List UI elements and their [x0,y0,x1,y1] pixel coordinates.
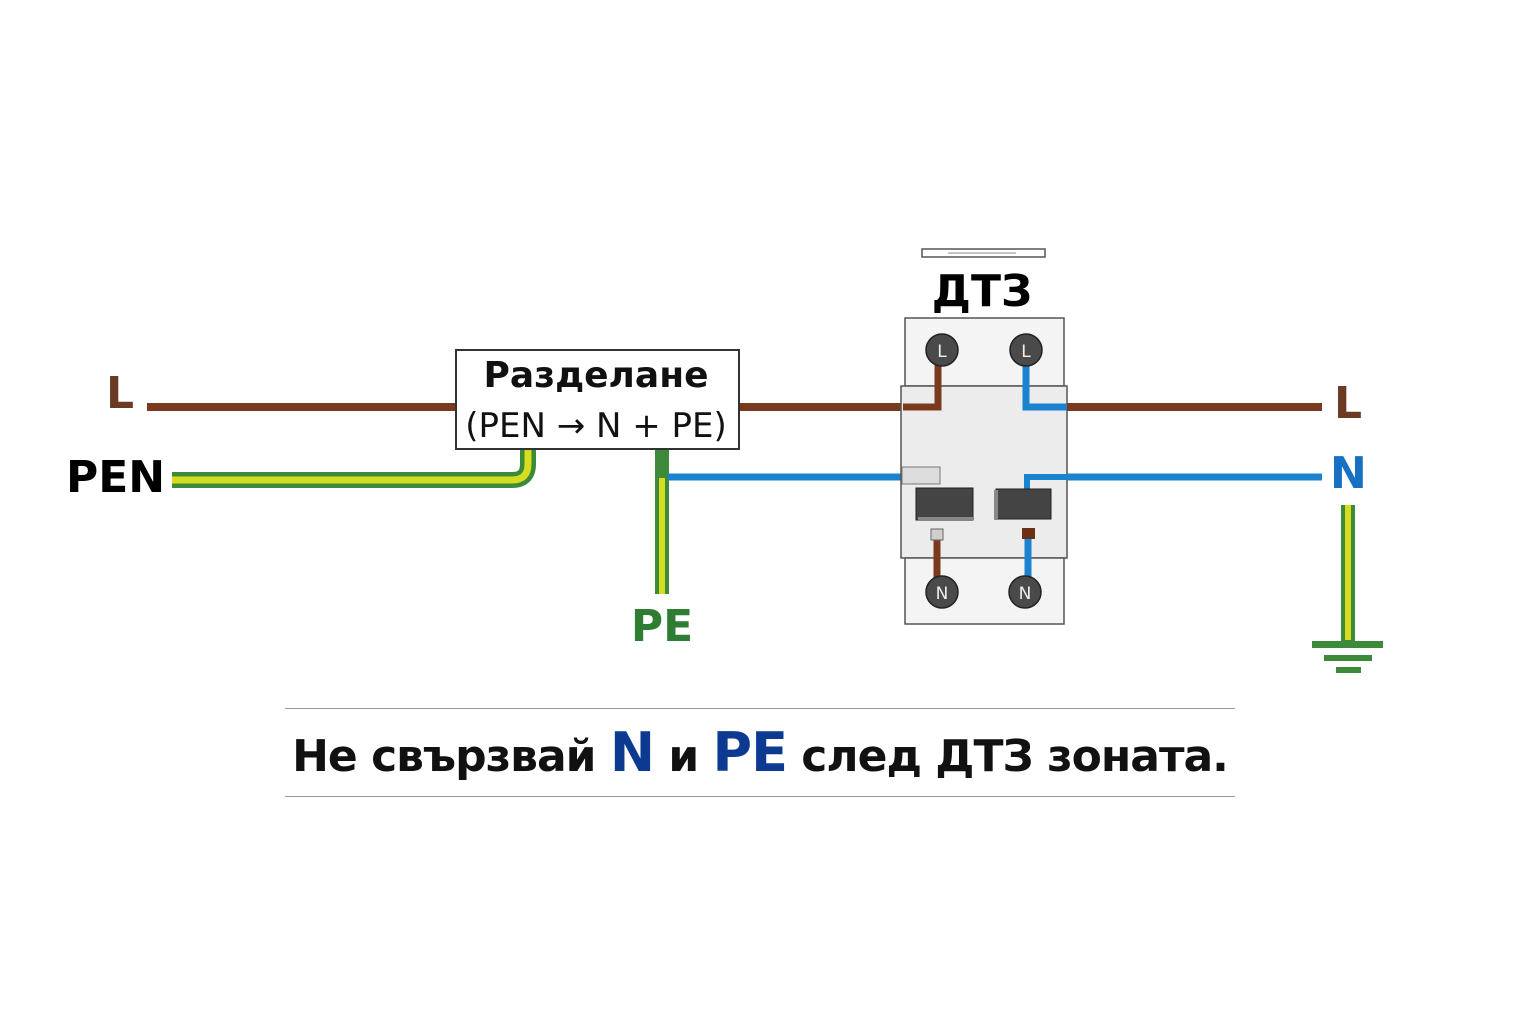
caption-pe-highlight: PE [712,721,788,784]
terminal-bottom-right-label: N [1019,584,1032,604]
terminal-bottom-left-label: N [936,584,949,604]
label-pe-out: PE [631,601,693,652]
split-box-title: Разделане [483,355,708,396]
rcd-internal-l2 [1022,363,1067,411]
rcd-contact-right [995,488,1052,520]
rcd-small-tab [901,466,941,485]
screw-terminal-icon: N [1008,575,1042,609]
pen-wire-inner [172,450,532,484]
terminal-top-left-label: L [937,342,947,362]
caption-part-3: след ДТЗ зоната. [786,731,1229,782]
pen-wire-outer [172,450,536,488]
rcd-internal-n2 [1024,474,1067,492]
split-box: Разделане (PEN → N + PE) [455,349,740,450]
rcd-title: ДТЗ [932,266,1032,317]
split-box-subtitle: (PEN → N + PE) [465,406,727,446]
ground-symbol-icon [1312,641,1383,673]
rcd-device: L L N N ДТЗ [900,248,1068,625]
label-l-out: L [1334,378,1362,429]
screw-terminal-icon: N [925,575,959,609]
label-pen-in: PEN [66,452,165,503]
caption-n-highlight: N [609,721,655,784]
warning-text: Не свързвай N и PE след ДТЗ зоната. [292,721,1229,784]
label-n-out: N [1330,448,1367,499]
warning-caption: Не свързвай N и PE след ДТЗ зоната. [285,708,1235,797]
rcd-contact-left [915,487,974,521]
screw-terminal-icon: L [1009,333,1043,367]
caption-part-1: Не свързвай [292,731,610,782]
caption-part-2: и [654,731,713,782]
terminal-top-right-label: L [1021,342,1031,362]
label-l-in: L [106,368,134,419]
screw-terminal-icon: L [925,333,959,367]
rcd-internal-l1 [903,363,942,411]
